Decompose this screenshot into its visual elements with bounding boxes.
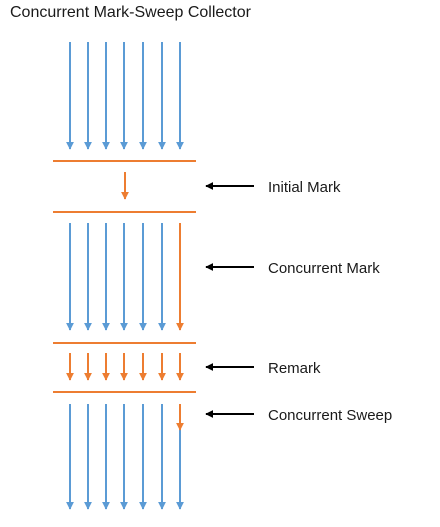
label-remark: Remark xyxy=(268,360,321,377)
label-concurrent-mark: Concurrent Mark xyxy=(268,260,380,277)
phase-remark xyxy=(53,342,196,393)
phase-labels: Initial Mark Concurrent Mark Remark Conc… xyxy=(205,179,392,424)
label-concurrent-sweep: Concurrent Sweep xyxy=(268,407,392,424)
label-initial-mark: Initial Mark xyxy=(268,179,341,196)
app-threads-start xyxy=(66,42,184,150)
phase-concurrent-mark xyxy=(66,223,184,331)
phase-concurrent-sweep xyxy=(66,404,184,510)
diagram-title: Concurrent Mark-Sweep Collector xyxy=(10,4,251,21)
phase-initial-mark xyxy=(53,160,196,213)
